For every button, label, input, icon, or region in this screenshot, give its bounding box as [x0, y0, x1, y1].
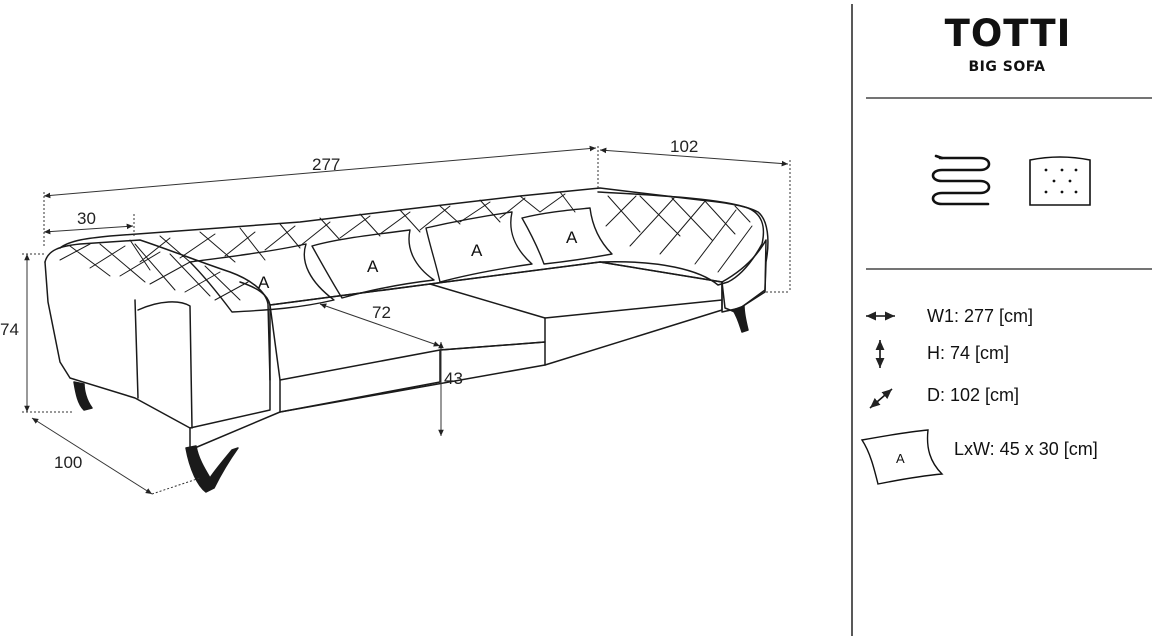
pillow-1 — [189, 243, 335, 313]
armrest-width-label: 30 — [77, 209, 96, 228]
seat-front — [279, 299, 723, 413]
depth-extension — [151, 477, 201, 495]
seat-height-label: 43 — [444, 369, 463, 388]
product-name: TOTTI — [945, 12, 1072, 55]
sofa-base — [189, 364, 546, 451]
pillow-label-1: A — [258, 273, 270, 292]
left-armrest-body — [44, 261, 271, 429]
depth-dimension-line — [31, 417, 153, 495]
seat-cushion-right — [429, 261, 723, 319]
right-armrest-tufting — [605, 195, 753, 273]
left-back-leg — [73, 381, 93, 411]
product-type: BIG SOFA — [968, 59, 1045, 75]
seat-depth-dimension-line — [319, 303, 441, 347]
pillow-4 — [521, 207, 613, 265]
spec-width: W1: 277 [cm] — [927, 306, 1033, 326]
left-armrest-tufting — [59, 243, 249, 301]
depth-arrow-icon — [869, 388, 893, 409]
spec-height: H: 74 [cm] — [927, 343, 1009, 363]
spring-icon — [931, 154, 991, 206]
pillow-2 — [311, 229, 435, 299]
pillow-label-2: A — [367, 257, 379, 276]
pillow-icon-label: A — [896, 451, 905, 466]
left-front-leg — [185, 445, 239, 493]
seat-depth-label: 72 — [372, 303, 391, 322]
right-armrest — [597, 191, 765, 286]
pillow-icon: A — [860, 429, 944, 485]
pillow-3 — [425, 211, 533, 283]
pillows — [189, 207, 613, 313]
tufted-cushion-icon — [1029, 156, 1091, 206]
seat-cushion-left — [269, 283, 546, 381]
right-leg — [732, 305, 749, 333]
top-depth-dimension-line — [599, 147, 789, 167]
left-armrest-divider — [134, 299, 193, 429]
back-tufting — [129, 191, 576, 271]
right-panel — [721, 239, 767, 313]
pillow-label-4: A — [566, 228, 578, 247]
sofa-backrest — [59, 187, 769, 313]
pillow-label-3: A — [471, 241, 483, 260]
armrest-dimension-line — [43, 223, 134, 235]
height-label: 74 — [0, 320, 19, 339]
left-armrest-top — [44, 239, 271, 381]
sofa-drawing — [44, 187, 769, 493]
spec-pillow-size: LxW: 45 x 30 [cm] — [954, 439, 1098, 459]
width-label: 277 — [312, 155, 340, 174]
spec-depth: D: 102 [cm] — [927, 385, 1019, 405]
dimension-lines — [22, 145, 791, 495]
top-depth-label: 102 — [670, 137, 698, 156]
width-dimension-line — [43, 145, 597, 199]
depth-label: 100 — [54, 453, 82, 472]
